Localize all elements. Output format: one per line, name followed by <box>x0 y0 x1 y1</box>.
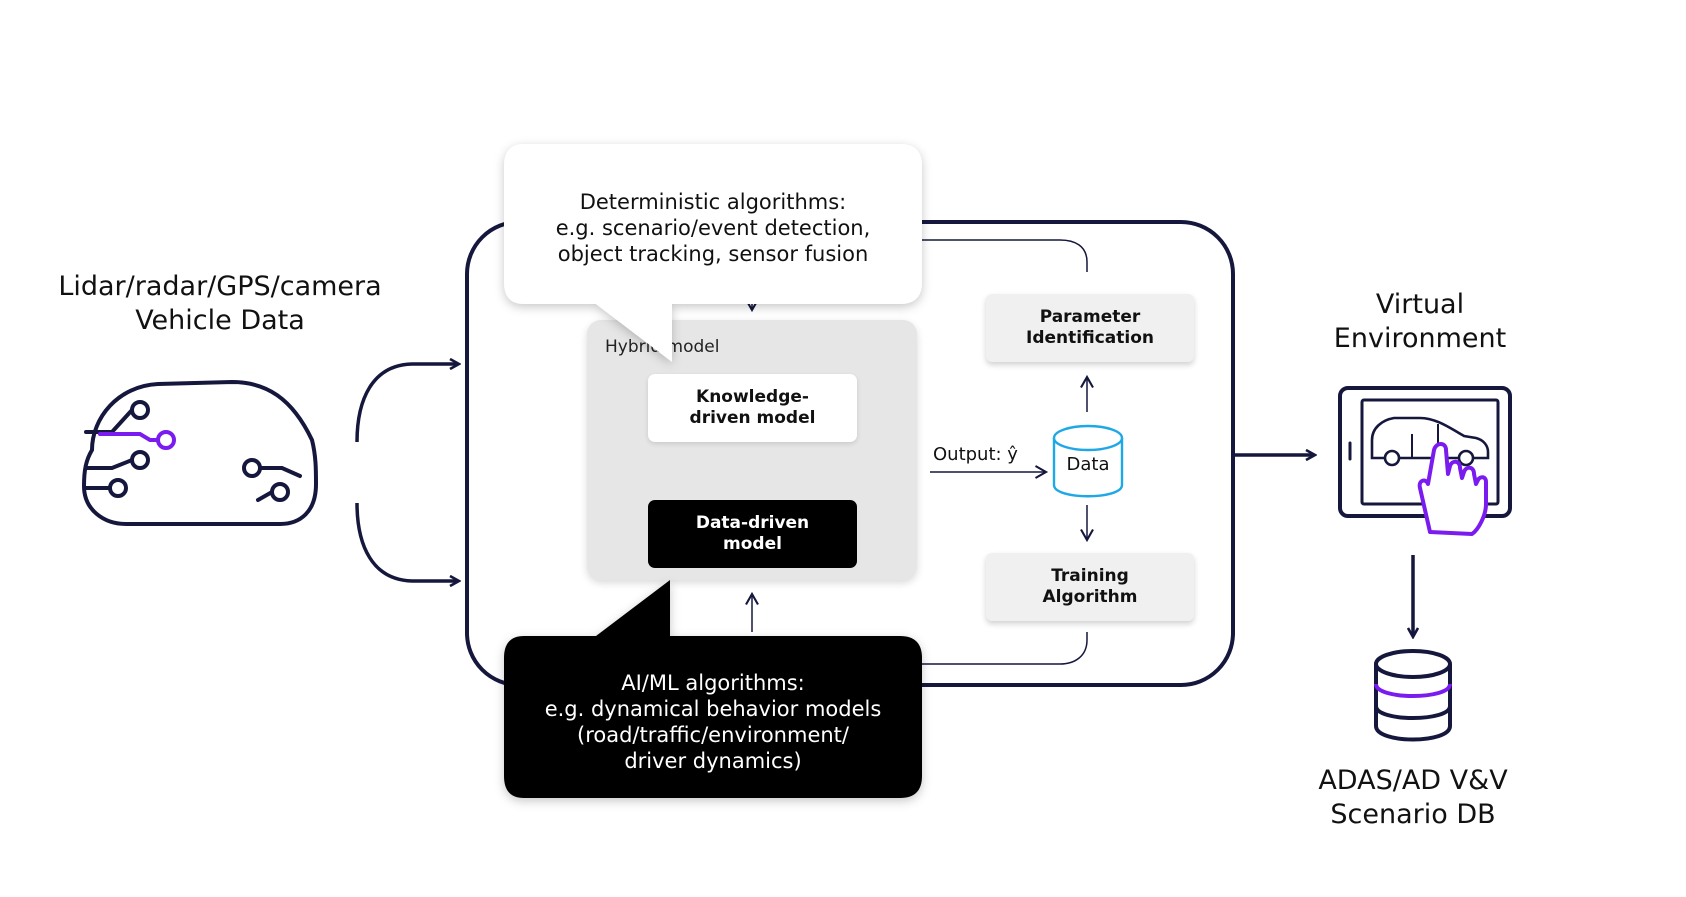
feedback-loop-top <box>900 239 1088 272</box>
hybrid-model-label: Hybrid model <box>605 337 720 357</box>
scenario-db-label: ADAS/AD V&V Scenario DB <box>1293 764 1533 832</box>
virtual-env-line1: Virtual <box>1375 289 1465 320</box>
car-circuit-icon <box>81 379 319 526</box>
training-line2: Algorithm <box>1042 587 1138 607</box>
parameter-identification-box: Parameter Identification <box>986 294 1194 362</box>
bubble-top-line1: Deterministic algorithms: <box>579 190 847 214</box>
input-arrow-bottom <box>355 502 458 581</box>
virtual-environment-label: Virtual Environment <box>1300 288 1540 356</box>
virtual-env-line2: Environment <box>1333 323 1507 354</box>
bubble-bottom-text: AI/ML algorithms: e.g. dynamical behavio… <box>504 660 922 784</box>
bubble-bottom-line2: e.g. dynamical behavior models <box>544 697 882 721</box>
bubble-top-text: Deterministic algorithms: e.g. scenario/… <box>504 170 922 286</box>
data-driven-model-box: Data-driven model <box>648 500 857 568</box>
bubble-top-line2: e.g. scenario/event detection, <box>555 216 871 240</box>
knowledge-line2: driven model <box>689 408 816 428</box>
training-line1: Training <box>1051 566 1129 586</box>
car-circuit-accent-icon <box>98 430 176 450</box>
parameter-line1: Parameter <box>1039 307 1141 327</box>
knowledge-driven-model-box: Knowledge- driven model <box>648 374 857 442</box>
data-store-label: Data <box>1066 454 1110 475</box>
vehicle-data-label: Lidar/radar/GPS/camera Vehicle Data <box>30 270 410 338</box>
bubble-top-line3: object tracking, sensor fusion <box>557 242 869 266</box>
bubble-bottom-line1: AI/ML algorithms: <box>621 671 805 695</box>
output-label: Output: ŷ <box>933 444 1018 465</box>
bubble-bottom-line3: (road/traffic/environment/ <box>577 723 849 747</box>
bubble-bottom-line4: driver dynamics) <box>624 749 802 773</box>
scenario-db-line2: Scenario DB <box>1330 799 1496 830</box>
data-driven-line1: Data-driven <box>695 513 810 533</box>
tablet-touch-icon <box>1338 386 1512 536</box>
vehicle-data-line2: Vehicle Data <box>135 305 305 336</box>
parameter-line2: Identification <box>1026 328 1154 348</box>
database-stack-icon <box>1374 649 1452 742</box>
data-driven-line2: model <box>723 534 782 554</box>
database-icon <box>1052 424 1124 498</box>
input-arrow-top <box>355 364 458 443</box>
vehicle-data-line1: Lidar/radar/GPS/camera <box>58 271 382 302</box>
scenario-db-line1: ADAS/AD V&V <box>1318 765 1508 796</box>
training-algorithm-box: Training Algorithm <box>986 553 1194 621</box>
feedback-loop-bottom <box>920 632 1088 665</box>
knowledge-line1: Knowledge- <box>696 387 809 407</box>
